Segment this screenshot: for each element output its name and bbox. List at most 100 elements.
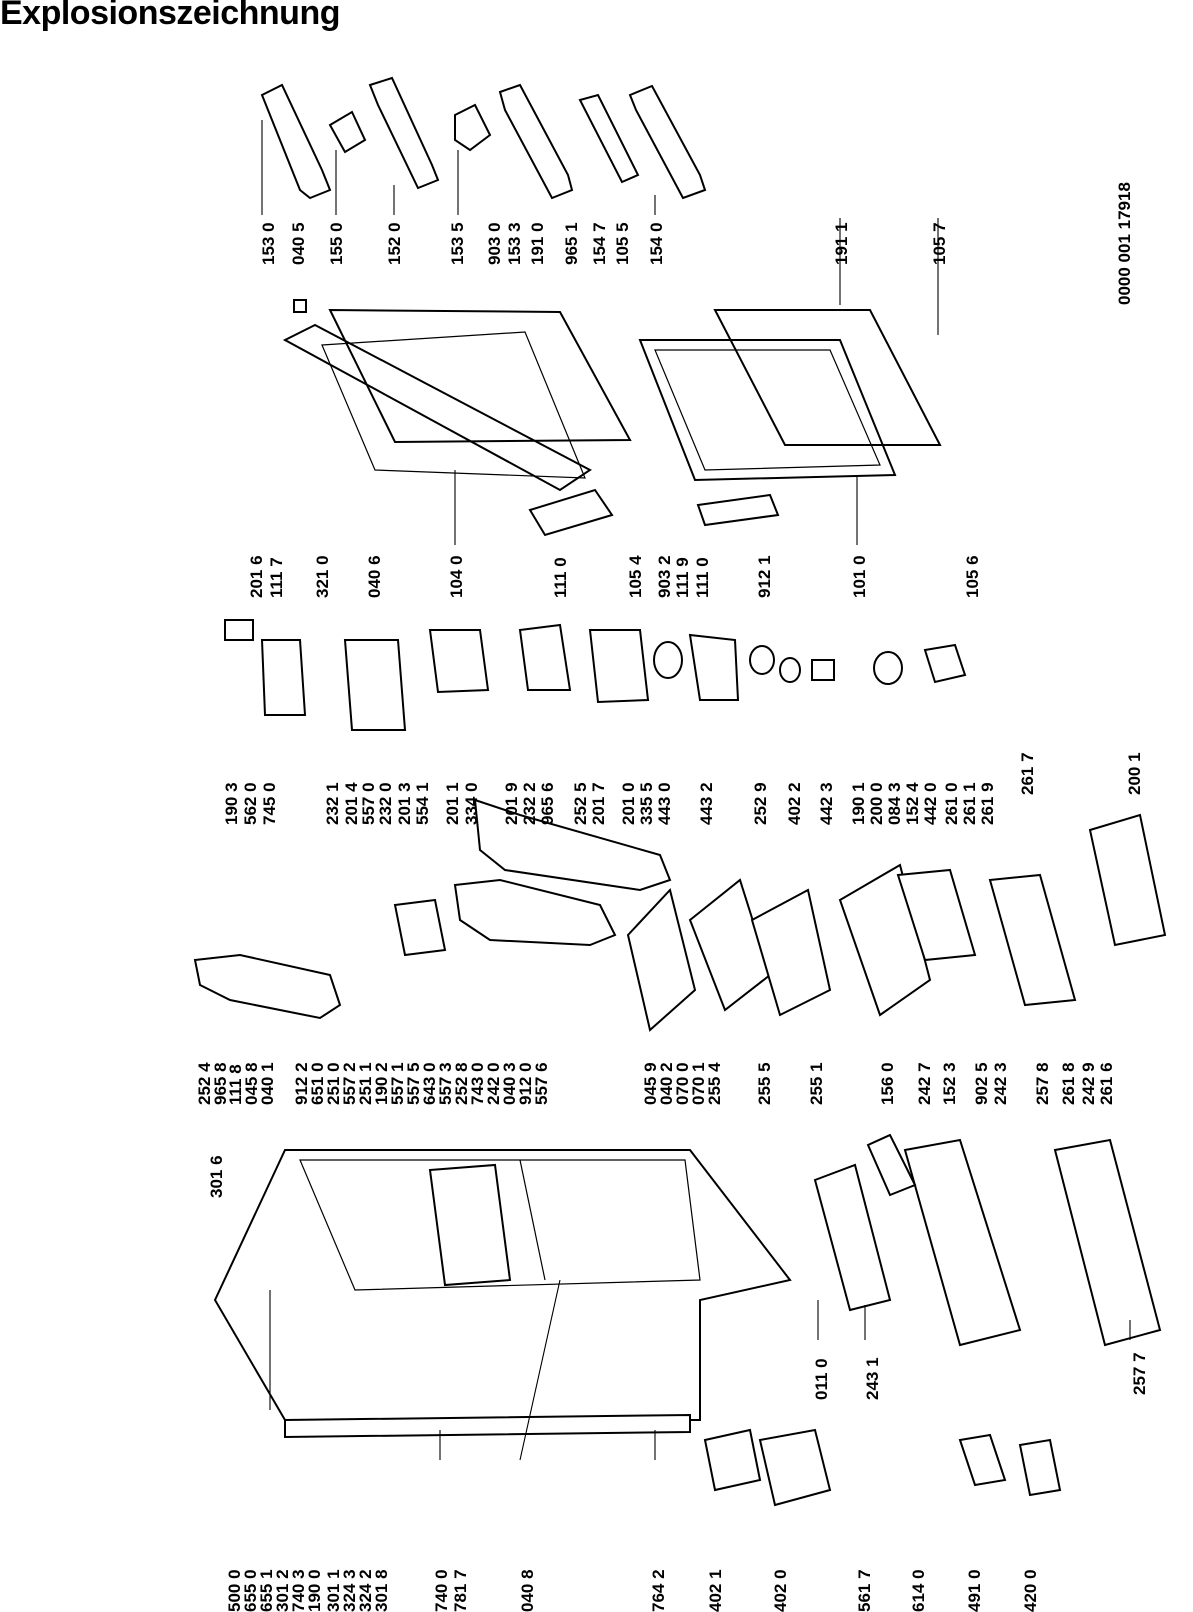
shelves-and-drawers xyxy=(626,813,1167,1347)
freezer-gasket-191-1 xyxy=(713,309,942,446)
label-557-1: 557 1 xyxy=(388,1062,407,1105)
label-655-0: 655 0 xyxy=(241,1569,260,1612)
drawer-242-7-crisper xyxy=(903,1138,1022,1347)
door-bin-153-0 xyxy=(260,83,332,200)
label-200-0: 200 0 xyxy=(867,782,886,825)
label-084-3: 084 3 xyxy=(885,782,904,825)
label-301-2: 301 2 xyxy=(273,1569,292,1612)
label-252-9: 252 9 xyxy=(751,782,770,825)
label-242-0: 242 0 xyxy=(484,1062,503,1105)
cover-232-0 xyxy=(343,639,407,731)
label-965-8: 965 8 xyxy=(211,1062,230,1105)
label-912-0: 912 0 xyxy=(516,1062,535,1105)
label-557-6: 557 6 xyxy=(532,1062,551,1105)
label-252-8: 252 8 xyxy=(452,1062,471,1105)
label-105-7: 105 7 xyxy=(930,222,949,265)
label-011-0: 011 0 xyxy=(812,1358,831,1400)
label-965-1: 965 1 xyxy=(562,222,581,265)
capacitor-491-0 xyxy=(958,1433,1007,1487)
label-154-7: 154 7 xyxy=(590,222,609,265)
motor-442-0 xyxy=(923,643,967,684)
light-cover-252-4 xyxy=(193,953,342,1020)
label-301-8: 301 8 xyxy=(372,1569,391,1612)
label-321-0: 321 0 xyxy=(313,555,332,598)
label-200-1: 200 1 xyxy=(1125,752,1144,795)
label-301-1: 301 1 xyxy=(324,1569,343,1612)
control-components xyxy=(193,619,967,1020)
label-335-5: 335 5 xyxy=(637,782,656,825)
labels-top-row: 153 0 040 5 155 0 152 0 153 5 903 0 153 … xyxy=(259,182,1134,305)
label-442-0: 442 0 xyxy=(921,782,940,825)
part-402-2 xyxy=(779,657,801,683)
label-261-0: 261 0 xyxy=(942,782,961,825)
fridge-door-104-0 xyxy=(282,323,592,492)
air-duct-557-6 xyxy=(453,878,617,947)
label-190-3: 190 3 xyxy=(222,782,241,825)
label-201-9: 201 9 xyxy=(502,782,521,825)
label-040-2: 040 2 xyxy=(657,1062,676,1105)
label-070-1: 070 1 xyxy=(689,1062,708,1105)
label-491-0: 491 0 xyxy=(965,1569,984,1612)
label-153-5: 153 5 xyxy=(448,222,467,265)
label-554-1: 554 1 xyxy=(413,782,432,825)
label-257-8: 257 8 xyxy=(1033,1062,1052,1105)
drawer-242-3 xyxy=(988,873,1077,1007)
door-bin-152-0 xyxy=(368,76,440,190)
labels-bottom-row: 500 0 655 0 655 1 301 2 740 3 190 0 301 … xyxy=(225,1569,1040,1612)
label-045-9: 045 9 xyxy=(641,1062,660,1105)
label-155-0: 155 0 xyxy=(327,222,346,265)
shelf-243-1 xyxy=(813,1163,892,1312)
fridge-door-inner-104-0 xyxy=(321,331,586,479)
freezer-door-inner-101-0 xyxy=(654,349,881,471)
label-154-0: 154 0 xyxy=(647,222,666,265)
label-740-3: 740 3 xyxy=(289,1569,308,1612)
label-443-2: 443 2 xyxy=(697,782,716,825)
label-903-0: 903 0 xyxy=(485,222,504,265)
fridge-gasket-191-0 xyxy=(328,308,632,444)
label-261-7: 261 7 xyxy=(1018,752,1037,795)
air-duct-252-5 xyxy=(473,798,672,892)
cabinet-inner xyxy=(299,1159,701,1291)
egg-tray-155-0 xyxy=(328,110,367,154)
label-040-6: 040 6 xyxy=(365,555,384,598)
compressor-402-0 xyxy=(758,1428,832,1507)
cover-152-4 xyxy=(896,868,977,962)
label-255-1: 255 1 xyxy=(807,1062,826,1105)
label-301-6: 301 6 xyxy=(207,1155,226,1198)
label-420-0: 420 0 xyxy=(1021,1569,1040,1612)
label-764-2: 764 2 xyxy=(649,1569,668,1612)
label-243-1: 243 1 xyxy=(863,1357,882,1400)
label-242-9: 242 9 xyxy=(1079,1062,1098,1105)
bracket-201-1 xyxy=(428,629,490,694)
label-201-7: 201 7 xyxy=(589,782,608,825)
label-261-8: 261 8 xyxy=(1059,1062,1078,1105)
part-562-0 xyxy=(224,619,254,641)
page-title: Explosionszeichnung xyxy=(0,0,340,32)
label-557-0: 557 0 xyxy=(359,782,378,825)
label-740-0: 740 0 xyxy=(432,1569,451,1612)
condenser-420-0 xyxy=(1018,1438,1062,1497)
label-152-0: 152 0 xyxy=(385,222,404,265)
label-153-0: 153 0 xyxy=(259,222,278,265)
label-557-2: 557 2 xyxy=(340,1062,359,1105)
handle-111-0 xyxy=(528,488,614,537)
shelf-255-1 xyxy=(750,888,832,1017)
part-442-3 xyxy=(811,659,835,681)
leader-lines xyxy=(261,120,1131,1461)
label-402-2: 402 2 xyxy=(785,782,804,825)
label-557-3: 557 3 xyxy=(436,1062,455,1105)
labels-column-c: 201 6 111 7 321 0 040 6 104 0 111 0 105 … xyxy=(247,555,982,598)
doors xyxy=(282,308,942,537)
fan-443-0 xyxy=(653,641,683,679)
grid-200-1 xyxy=(1088,813,1167,947)
label-902-5: 902 5 xyxy=(972,1062,991,1105)
label-105-4: 105 4 xyxy=(626,555,645,598)
label-324-2: 324 2 xyxy=(356,1569,375,1612)
label-743-0: 743 0 xyxy=(468,1062,487,1105)
label-070-0: 070 0 xyxy=(673,1062,692,1105)
labels-cabinet-side: 301 6 011 0 243 1 xyxy=(207,1155,882,1400)
label-562-0: 562 0 xyxy=(241,782,260,825)
door-bin-154-0 xyxy=(628,84,707,200)
strip-156-0 xyxy=(866,1133,917,1197)
drawer-242-9 xyxy=(1053,1138,1162,1347)
